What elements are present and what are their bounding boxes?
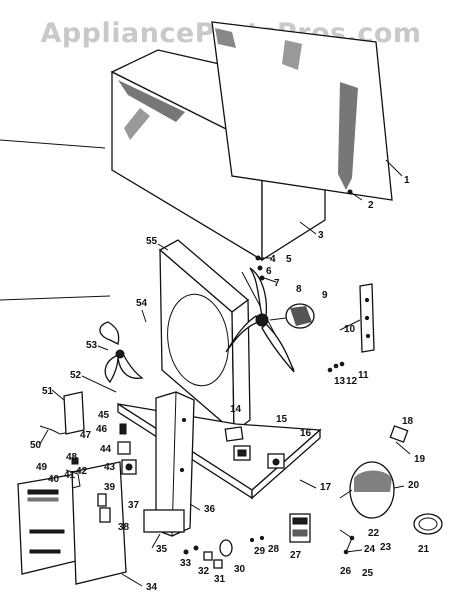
fan-shroud xyxy=(158,239,251,434)
part-label-16: 16 xyxy=(300,428,312,439)
part-label-49: 49 xyxy=(36,462,48,473)
compressor xyxy=(339,461,395,519)
part-label-44: 44 xyxy=(100,444,112,455)
part-label-8: 8 xyxy=(296,284,302,295)
hardware-4-7 xyxy=(255,255,277,283)
hardware-11-13 xyxy=(327,361,345,373)
part-label-11: 11 xyxy=(358,370,369,381)
part-label-34: 34 xyxy=(146,582,158,593)
part-label-52: 52 xyxy=(70,370,82,381)
part-label-1: 1 xyxy=(404,175,410,186)
part-label-10: 10 xyxy=(344,324,356,335)
part-labels: 1 2 3 4 5 6 7 8 9 10 11 12 13 14 15 16 1… xyxy=(30,175,430,593)
relay xyxy=(289,513,311,543)
part-label-3: 3 xyxy=(318,230,324,241)
part-label-37: 37 xyxy=(128,500,140,511)
part-label-12: 12 xyxy=(346,376,358,387)
overload-protector xyxy=(389,425,411,455)
part-label-9: 9 xyxy=(322,290,328,301)
part-label-18: 18 xyxy=(402,416,414,427)
part-label-45: 45 xyxy=(98,410,110,421)
part-label-23: 23 xyxy=(380,542,392,553)
part-label-32: 32 xyxy=(198,566,210,577)
fan-motor xyxy=(269,303,315,329)
part-label-33: 33 xyxy=(180,558,192,569)
part-label-25: 25 xyxy=(362,568,374,579)
part-label-4: 4 xyxy=(270,254,276,265)
control-panel xyxy=(17,473,81,575)
part-label-53: 53 xyxy=(86,340,98,351)
part-label-19: 19 xyxy=(414,454,426,465)
part-label-46: 46 xyxy=(96,424,108,435)
part-label-48: 48 xyxy=(66,452,78,463)
screw-2 xyxy=(347,189,363,201)
part-label-13: 13 xyxy=(334,376,346,387)
part-label-36: 36 xyxy=(204,504,216,515)
part-label-51: 51 xyxy=(42,386,54,397)
condenser-fan-blade xyxy=(225,267,295,373)
part-label-26: 26 xyxy=(340,566,352,577)
motor-bracket xyxy=(359,283,375,353)
leader-line xyxy=(0,295,111,301)
part-label-20: 20 xyxy=(408,480,420,491)
part-label-35: 35 xyxy=(156,544,168,555)
part-label-14: 14 xyxy=(230,404,242,415)
part-label-38: 38 xyxy=(118,522,130,533)
part-label-27: 27 xyxy=(290,550,302,561)
part-label-17: 17 xyxy=(320,482,332,493)
blower-wheel xyxy=(99,321,144,384)
part-label-55: 55 xyxy=(146,236,158,247)
part-label-22: 22 xyxy=(368,528,380,539)
leader-line xyxy=(0,139,106,149)
part-label-28: 28 xyxy=(268,544,280,555)
part-label-40: 40 xyxy=(48,474,60,485)
part-label-2: 2 xyxy=(368,200,374,211)
label-leaders xyxy=(39,159,405,587)
part-label-31: 31 xyxy=(214,574,226,585)
part-label-42: 42 xyxy=(76,466,88,477)
part-label-21: 21 xyxy=(418,544,430,555)
part-label-39: 39 xyxy=(104,482,116,493)
part-label-54: 54 xyxy=(136,298,148,309)
part-label-30: 30 xyxy=(234,564,246,575)
center-partition xyxy=(143,391,195,537)
rear-grille xyxy=(211,21,393,201)
part-label-5: 5 xyxy=(286,254,292,265)
part-label-6: 6 xyxy=(266,266,272,277)
part-label-43: 43 xyxy=(104,462,116,473)
hardware-28-33 xyxy=(183,535,265,569)
part-label-15: 15 xyxy=(276,414,288,425)
front-panel xyxy=(71,461,127,585)
wiring-harness xyxy=(339,513,443,555)
part-label-50: 50 xyxy=(30,440,42,451)
control-components xyxy=(224,426,285,469)
part-label-41: 41 xyxy=(64,470,76,481)
part-label-29: 29 xyxy=(254,546,266,557)
air-filter xyxy=(63,391,85,435)
part-label-24: 24 xyxy=(364,544,376,555)
part-label-47: 47 xyxy=(80,430,92,441)
part-label-7: 7 xyxy=(274,278,280,289)
